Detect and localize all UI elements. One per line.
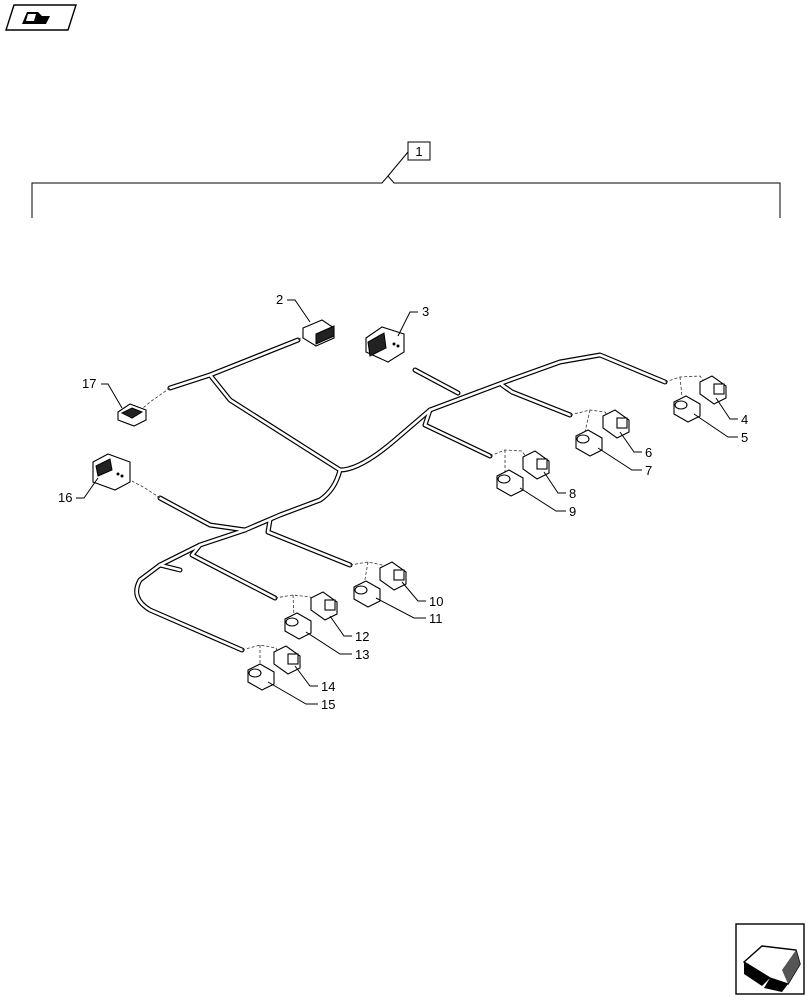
cable-segment-inner <box>190 543 277 600</box>
cable-segment <box>265 517 353 568</box>
connector-5[interactable] <box>673 395 701 423</box>
connector-3[interactable] <box>365 326 405 363</box>
cable-segment-inner <box>423 408 492 458</box>
connector-2[interactable] <box>302 319 335 347</box>
part-label-7: 7 <box>645 463 652 478</box>
dashed-leads <box>129 335 706 667</box>
connector-14[interactable] <box>273 645 301 675</box>
part-label-8: 8 <box>569 486 576 501</box>
connector-16[interactable] <box>92 453 131 491</box>
part-label-16: 16 <box>58 490 72 505</box>
part-label-17: 17 <box>82 376 96 391</box>
part-label-10: 10 <box>429 594 443 609</box>
connector-9[interactable] <box>496 469 524 497</box>
part-label-12: 12 <box>355 629 369 644</box>
connector-4[interactable] <box>699 375 727 405</box>
connector-15[interactable] <box>247 663 275 691</box>
cable-segment-inner <box>158 496 247 532</box>
part-labels: 2 3 4 5 6 7 8 9 10 11 12 13 14 15 16 17 <box>58 292 748 712</box>
connector-17[interactable] <box>117 403 147 427</box>
connectors <box>92 319 727 691</box>
cable-segment-inner <box>158 563 182 572</box>
cable-segment <box>157 495 248 533</box>
cable-segment <box>189 542 278 601</box>
assembly-label: 1 <box>415 144 422 159</box>
connector-8[interactable] <box>522 450 550 480</box>
connector-12[interactable] <box>310 591 338 621</box>
part-label-5: 5 <box>741 430 748 445</box>
part-label-2: 2 <box>276 292 283 307</box>
part-label-14: 14 <box>321 679 335 694</box>
leader-lines <box>76 299 738 705</box>
part-label-6: 6 <box>645 445 652 460</box>
cable-segment-inner <box>338 353 667 472</box>
cable-segment-inner <box>413 368 460 395</box>
part-label-15: 15 <box>321 697 335 712</box>
cable-segment <box>242 467 343 533</box>
cable-segment-inner <box>500 383 572 417</box>
book-open-icon[interactable] <box>5 4 77 31</box>
connector-13[interactable] <box>284 612 312 640</box>
next-page-arrow-icon[interactable] <box>735 923 805 995</box>
cable-segment <box>134 527 248 653</box>
cable-segment-inner <box>135 528 247 652</box>
part-label-4: 4 <box>741 412 748 427</box>
connector-7[interactable] <box>575 429 603 457</box>
part-label-3: 3 <box>422 304 429 319</box>
cable-segment <box>207 372 343 473</box>
cable-segment <box>422 407 493 459</box>
assembly-bracket: 1 <box>31 141 781 218</box>
connector-6[interactable] <box>602 409 630 439</box>
connector-11[interactable] <box>353 580 381 608</box>
cable-segment-inner <box>243 468 342 532</box>
connector-10[interactable] <box>379 561 407 591</box>
part-label-13: 13 <box>355 647 369 662</box>
harness-cables <box>134 337 668 653</box>
cable-segment-inner <box>208 373 342 472</box>
cable-segment-inner <box>266 518 352 567</box>
part-label-11: 11 <box>429 611 443 626</box>
part-label-9: 9 <box>569 504 576 519</box>
